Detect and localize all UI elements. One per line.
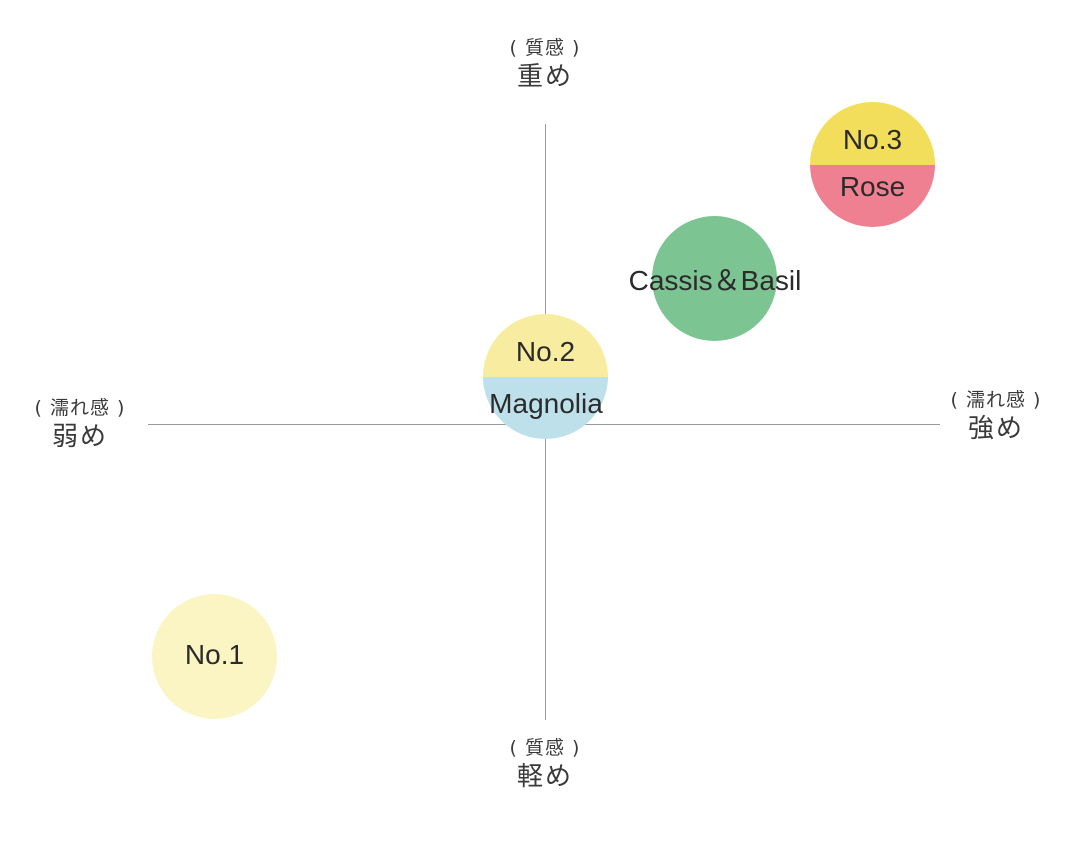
bubble-no3-top-half <box>810 102 935 165</box>
bubble-no3-label: No.3 <box>842 124 903 155</box>
axis-label-left: ( 濡れ感 ) 弱め <box>18 396 142 454</box>
axis-label-bottom-value: 軽め <box>516 762 573 792</box>
bubble-cassis-basil <box>652 216 777 341</box>
bubble-no2-magnolia: No.2 <box>483 314 608 439</box>
axis-label-top: ( 質感 ) 重め <box>485 36 605 94</box>
axis-label-right-category: ( 濡れ感 ) <box>950 389 1042 411</box>
bubble-no3-bottom-half <box>810 165 935 227</box>
bubble-no2-bottom-half <box>483 377 608 439</box>
axis-label-top-category: ( 質感 ) <box>509 37 581 59</box>
axis-label-bottom: ( 質感 ) 軽め <box>485 736 605 794</box>
bubble-no2-label: No.2 <box>515 336 576 367</box>
bubble-no3-rose: No.3 Rose <box>810 102 935 227</box>
axis-label-bottom-category: ( 質感 ) <box>509 737 581 759</box>
axis-label-top-value: 重め <box>516 62 573 92</box>
axis-label-left-value: 弱め <box>51 422 108 452</box>
bubble-no1-label: No.1 <box>184 639 245 670</box>
bubble-no2-top-half <box>483 314 608 377</box>
bubble-magnolia-label: Magnolia <box>489 388 603 419</box>
axis-label-left-category: ( 濡れ感 ) <box>34 397 126 419</box>
axis-label-right-value: 強め <box>967 414 1024 444</box>
axis-label-right: ( 濡れ感 ) 強め <box>934 388 1058 446</box>
bubble-rose-label: Rose <box>839 171 906 202</box>
bubble-no1: No.1 <box>152 594 277 719</box>
bubble-cassis-basil-label: Cassis＆Basil <box>628 265 802 296</box>
